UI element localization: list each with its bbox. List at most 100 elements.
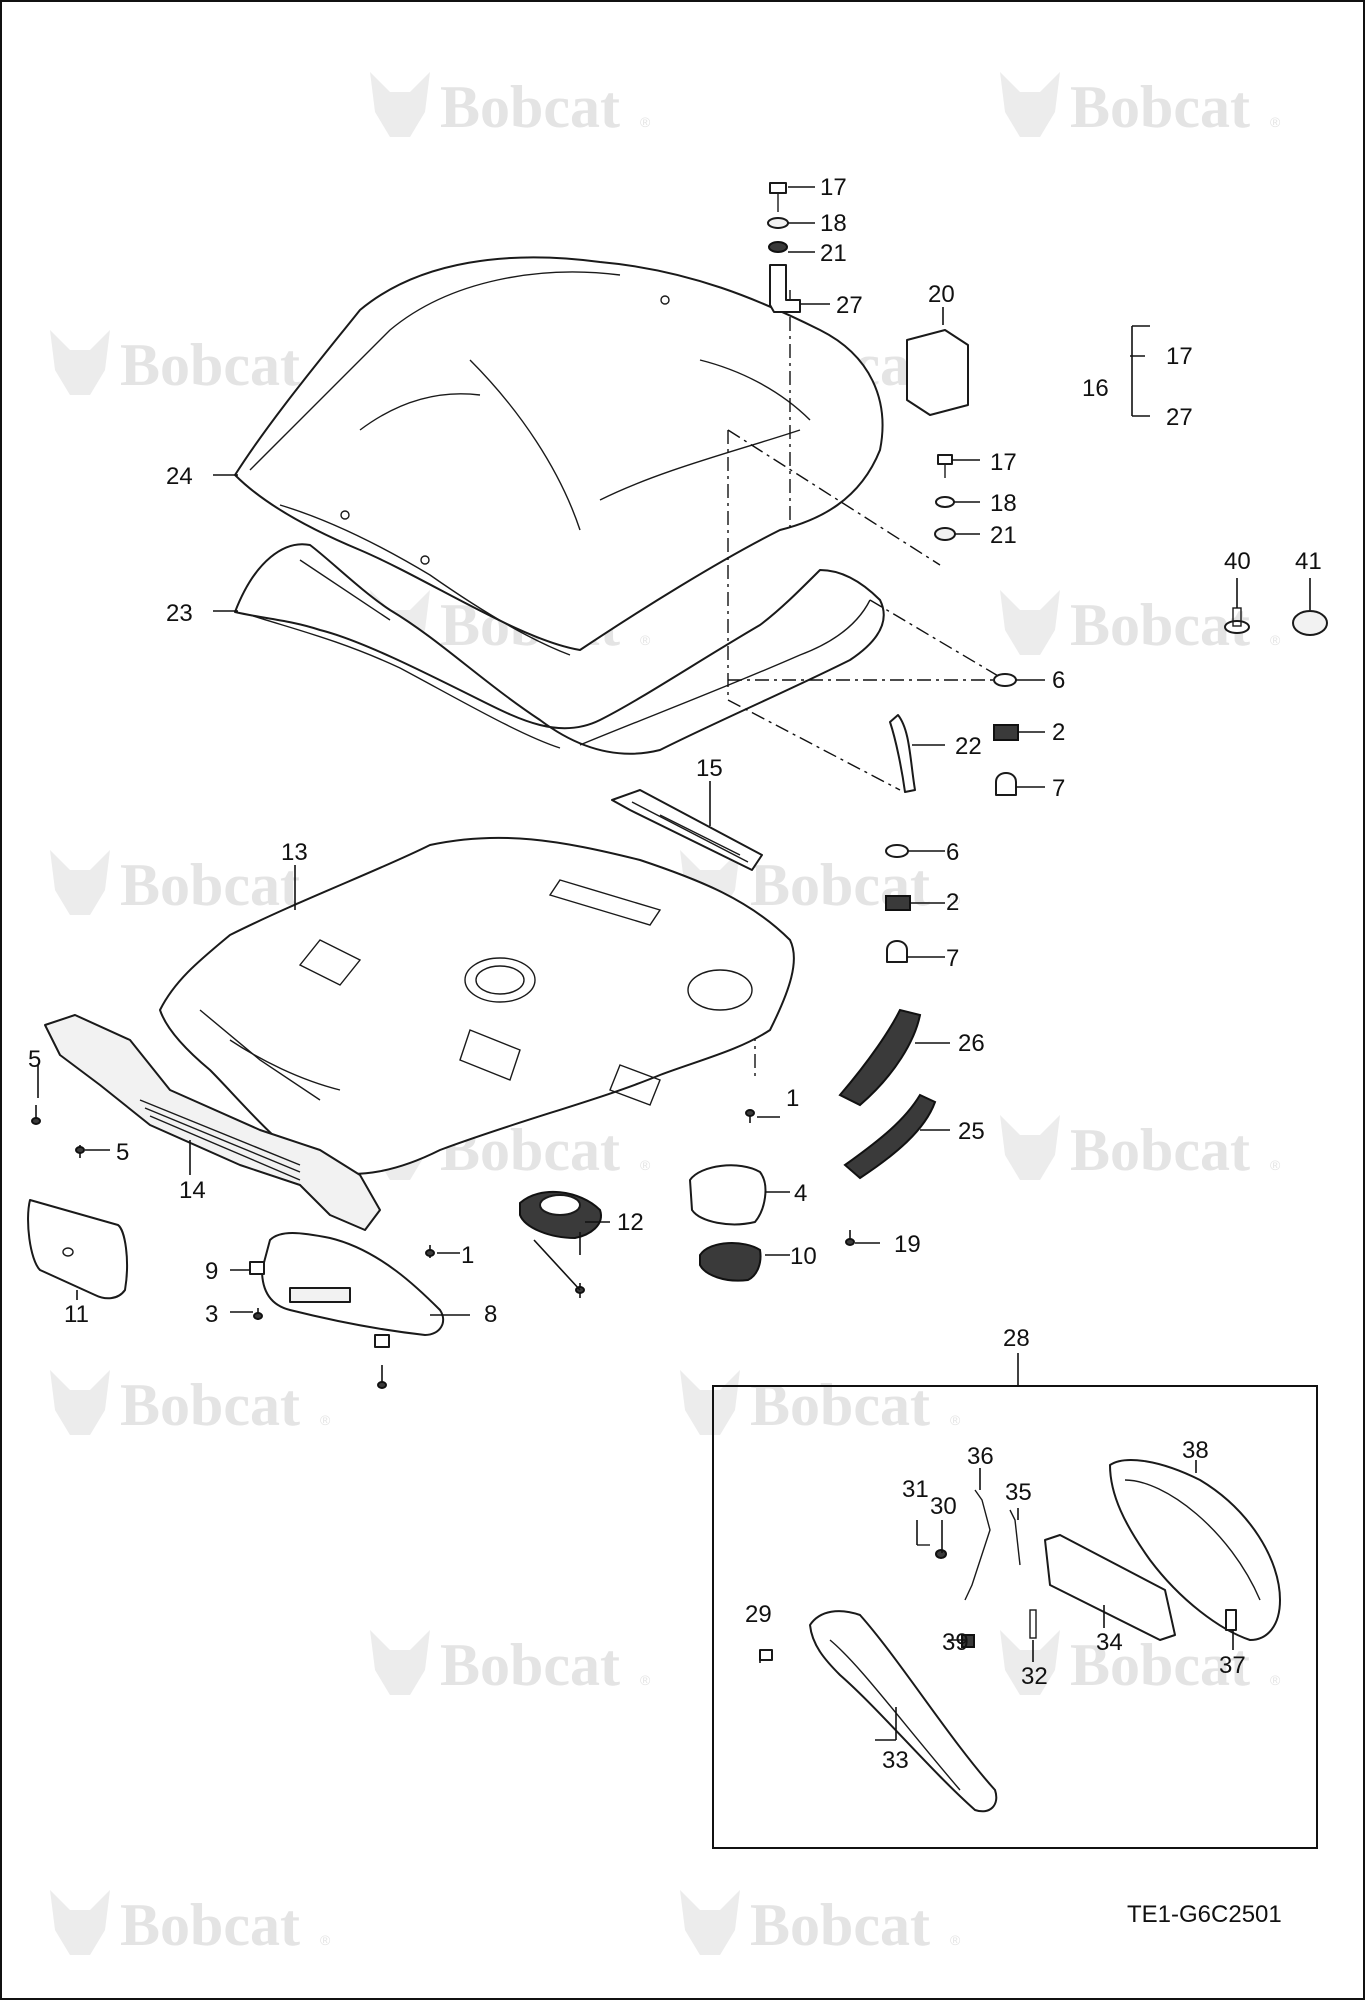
callout-39: 39 [942,1629,969,1656]
bobcat-logo-icon [680,1370,740,1435]
bobcat-watermark: Bobcat® [680,1370,961,1438]
callout-37: 37 [1219,1652,1246,1679]
bobcat-watermark: Bobcat® [1000,1115,1281,1183]
callout-41: 41 [1295,548,1322,575]
callout-30: 30 [930,1493,957,1520]
callout-11: 11 [64,1301,89,1328]
watermark-brand: Bobcat [440,74,620,140]
insulation-block [906,329,969,416]
bobcat-logo-icon [1000,590,1060,655]
watermark-brand: Bobcat [1070,74,1250,140]
callout-27: 27 [836,292,863,319]
callout-19: 19 [894,1231,921,1258]
watermark-registered-mark: ® [640,632,651,648]
callout-9: 9 [205,1258,218,1285]
bobcat-watermark: Bobcat ® [370,1630,651,1698]
roof-outer-shell [234,256,884,656]
watermark-registered-mark: ® [950,892,961,908]
filter-cover [843,1093,937,1180]
cabin-air-filter [838,1008,922,1107]
bobcat-watermark: Bobcat® [50,1370,331,1438]
callout-26: 26 [958,1030,985,1057]
bobcat-logo-icon [370,1630,430,1695]
callout-18a: 18 [820,210,847,237]
inset-frame [712,1385,1318,1849]
callout-36: 36 [967,1443,994,1470]
callout-21a: 21 [820,240,847,267]
bobcat-logo-icon [1000,1115,1060,1180]
mount-stack-upper [993,673,1019,796]
mount-stack-lower [885,844,911,963]
watermark-registered-mark: ® [320,1412,331,1428]
callout-20: 20 [928,281,955,308]
callout-24: 24 [166,463,193,490]
callout-31: 31 [902,1476,929,1503]
inset-hatch-assembly [759,1459,1281,1813]
callout-28: 28 [1003,1325,1030,1352]
speaker-bezel [689,1164,767,1226]
watermark-brand: Bobcat [120,332,300,398]
callout-13: 13 [281,839,308,866]
bobcat-watermark: Bobcat ® [680,1890,961,1958]
watermark-brand: Bobcat [750,1892,930,1958]
watermark-registered-mark: ® [640,1672,651,1688]
callout-32: 32 [1021,1663,1048,1690]
callout-12: 12 [617,1209,644,1236]
watermark-registered-mark: ® [640,1157,651,1173]
callout-15: 15 [696,755,723,782]
drain-hose [889,714,916,793]
callout-7a: 7 [1052,775,1065,802]
callout-34: 34 [1096,1629,1123,1656]
drawing-number: TE1-G6C2501 [1127,1901,1282,1928]
bobcat-watermark: Bobcat ® [1000,72,1281,140]
dome-lamp [519,1190,602,1240]
callout-16-ref-17: 17 [1166,343,1193,370]
watermark-registered-mark: ® [950,1932,961,1948]
bobcat-logo-icon [370,72,430,137]
callout-14: 14 [179,1177,206,1204]
callout-5a: 5 [28,1046,41,1073]
callout-6b: 6 [946,839,959,866]
callout-38: 38 [1182,1437,1209,1464]
callout-3: 3 [205,1301,218,1328]
roof-vent-panel [611,789,763,871]
callout-18b: 18 [990,490,1017,517]
callout-1a: 1 [786,1085,799,1112]
callout-8: 8 [484,1301,497,1328]
watermark-brand: Bobcat [750,1372,930,1438]
watermark-registered-mark: ® [320,1932,331,1948]
bobcat-watermark: Bobcat ® [50,1890,331,1958]
bobcat-logo-icon [50,1370,110,1435]
watermark-registered-mark: ® [1270,1157,1281,1173]
callout-22: 22 [955,733,982,760]
bobcat-logo-icon [1000,72,1060,137]
bobcat-logo-icon [50,1890,110,1955]
bolt-stack-right [934,454,956,541]
rear-view-mirror [27,1199,128,1300]
callout-17a: 17 [820,174,847,201]
bobcat-watermark: Bobcat® [50,850,331,918]
callout-40: 40 [1224,548,1251,575]
watermark-registered-mark: ® [1270,114,1281,130]
bobcat-logo-icon [50,330,110,395]
watermark-brand: Bobcat [1070,592,1250,658]
watermark-brand: Bobcat [1070,1632,1250,1698]
callout-25: 25 [958,1118,985,1145]
bobcat-logo-icon [50,850,110,915]
callout-16-ref-27: 27 [1166,404,1193,431]
assembly-lines [727,290,1006,1080]
bracket-stack-top [767,182,801,313]
callout-10: 10 [790,1243,817,1270]
bobcat-watermark: Bobcat® [50,330,331,398]
watermark-brand: Bobcat [440,1632,620,1698]
front-trim-bar [44,1014,381,1231]
callout-4: 4 [794,1180,807,1207]
watermark-brand: Bobcat [120,1892,300,1958]
plug-pair [1224,607,1328,636]
watermark-brand: Bobcat [120,852,300,918]
air-vent-grille [699,1242,762,1282]
callout-6a: 6 [1052,667,1065,694]
screw-set [31,1105,855,1389]
